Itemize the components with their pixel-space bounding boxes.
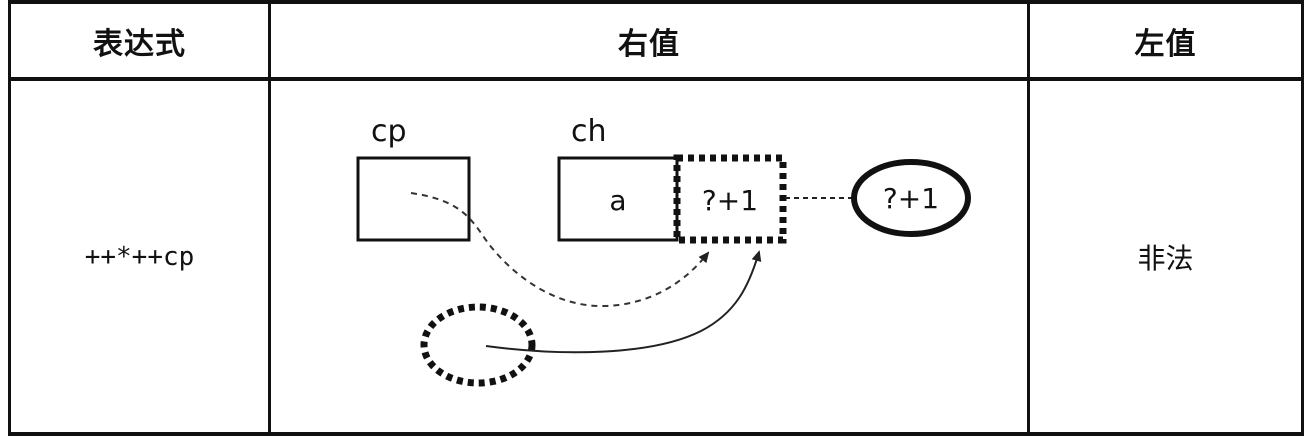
column-divider-1 xyxy=(268,0,271,436)
table-top-border xyxy=(8,0,1304,4)
table-right-border xyxy=(1301,0,1304,436)
table-left-border xyxy=(8,0,11,436)
result-value: ?+1 xyxy=(883,182,939,215)
temporary-ellipse xyxy=(420,303,536,387)
header-lvalue: 左值 xyxy=(1134,26,1197,62)
next-cell-value: ?+1 xyxy=(702,184,758,217)
ch-label: ch xyxy=(571,114,607,149)
temporary-pointer-arrow xyxy=(485,250,762,354)
next-cell-box xyxy=(673,154,787,244)
header-expression: 表达式 xyxy=(93,26,186,62)
cp-label: cp xyxy=(371,114,407,149)
rvalue-diagram: cp ch a ?+1 ?+1 xyxy=(356,114,971,387)
cp-pointer-arrow xyxy=(410,192,710,308)
table-bottom-border xyxy=(8,432,1304,436)
header-rvalue: 右值 xyxy=(618,26,680,62)
result-ellipse xyxy=(851,159,971,237)
header-divider xyxy=(8,77,1304,81)
column-divider-2 xyxy=(1027,0,1030,436)
ch-value: a xyxy=(609,184,626,217)
cp-box xyxy=(356,156,471,242)
expression-cell: ++*++cp xyxy=(84,241,195,272)
lvalue-cell: 非法 xyxy=(1137,241,1194,275)
expression-table: 表达式 右值 左值 ++*++cp 非法 cp ch a ?+1 ?+1 xyxy=(8,0,1304,436)
